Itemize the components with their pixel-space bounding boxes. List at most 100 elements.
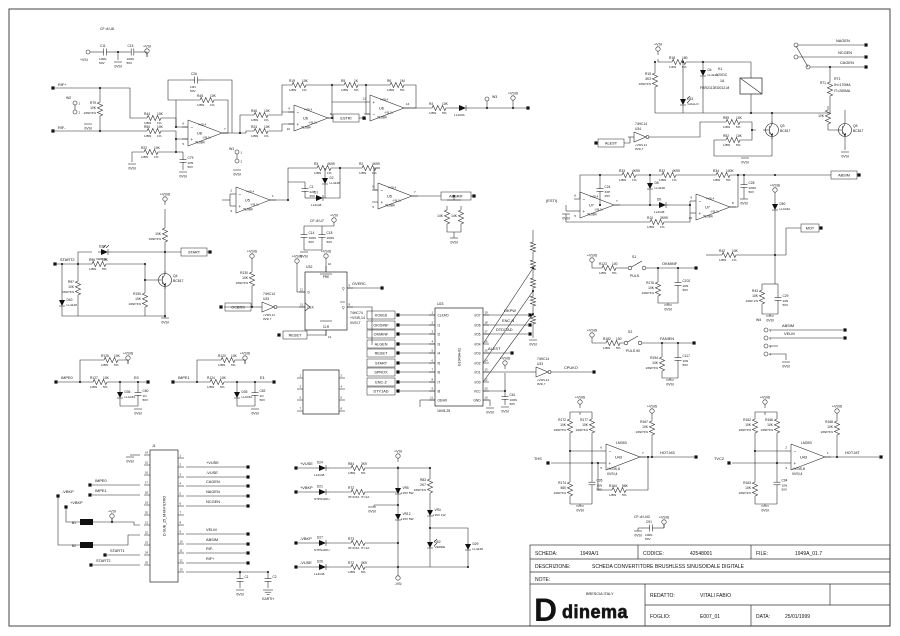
label: D27 bbox=[317, 536, 323, 540]
label: R10 bbox=[647, 216, 653, 220]
net-terminal bbox=[843, 328, 847, 332]
label: 15V 1W bbox=[435, 513, 446, 517]
net-terminal bbox=[819, 226, 823, 230]
label: +VSIS bbox=[247, 250, 258, 254]
label: LL103A bbox=[780, 207, 792, 211]
wire bbox=[482, 290, 534, 364]
label: 3 bbox=[431, 330, 433, 334]
label: 2 bbox=[431, 321, 433, 325]
label: 4 bbox=[180, 482, 182, 486]
label: 100N bbox=[749, 186, 756, 190]
label: Q5 bbox=[853, 124, 858, 128]
label: 1/8W bbox=[90, 385, 97, 389]
label: 1/8W bbox=[359, 171, 366, 175]
label: -VSI,11 bbox=[384, 111, 393, 115]
net-label: +VBKP bbox=[70, 500, 83, 505]
label: C94 bbox=[782, 479, 788, 483]
net-terminal bbox=[396, 332, 400, 336]
label: OE/A9 bbox=[438, 399, 448, 403]
label: 1/8W bbox=[141, 155, 148, 159]
annotation: W2 bbox=[66, 96, 71, 100]
label: 20 bbox=[145, 511, 149, 515]
label: 5 bbox=[180, 492, 182, 496]
net-terminal bbox=[246, 465, 250, 469]
redatto-label: REDATTO: bbox=[650, 593, 675, 599]
label: R72 bbox=[348, 561, 354, 565]
label: 5% bbox=[231, 363, 236, 367]
resistor bbox=[529, 310, 537, 328]
dinema-logo-sub: BRESCIA ITALY bbox=[586, 592, 614, 596]
transistor bbox=[162, 271, 166, 279]
net-terminal bbox=[396, 380, 400, 384]
label: 5% bbox=[361, 570, 366, 574]
junction bbox=[676, 266, 680, 270]
power-flag bbox=[331, 217, 337, 223]
label: 10K bbox=[652, 361, 659, 365]
label: 100 bbox=[616, 337, 622, 341]
net-label-box bbox=[366, 329, 396, 339]
ground-label: 0VSI bbox=[300, 255, 307, 259]
label: R83 bbox=[420, 478, 426, 482]
net-label: RESET bbox=[289, 334, 302, 338]
diode-body bbox=[395, 514, 401, 520]
wire bbox=[175, 99, 196, 127]
label: 9 bbox=[349, 284, 351, 288]
label: 1/8W bbox=[429, 111, 436, 115]
diode-body bbox=[700, 70, 706, 76]
junction bbox=[701, 60, 705, 64]
annotation: FBR2113ED012-M bbox=[700, 86, 729, 90]
switch-blade bbox=[631, 260, 643, 268]
label: RT1 bbox=[820, 81, 826, 85]
label: + bbox=[381, 200, 384, 205]
testpoint bbox=[763, 335, 769, 341]
resistor bbox=[217, 356, 239, 364]
label: 9 bbox=[431, 387, 433, 391]
net-terminal bbox=[528, 332, 532, 336]
label: 1/8W 5% bbox=[635, 430, 648, 434]
net-label: OK/SINF bbox=[373, 324, 389, 328]
label: 21 bbox=[145, 521, 149, 525]
label: 100N bbox=[309, 236, 316, 240]
label: STPS140U bbox=[314, 548, 329, 552]
label: − bbox=[373, 112, 376, 117]
net-terminal bbox=[396, 370, 400, 374]
annotation: +VSIS,8 bbox=[607, 467, 620, 471]
wire bbox=[785, 227, 801, 255]
diode-body bbox=[319, 465, 326, 471]
label: 24 bbox=[145, 551, 149, 555]
label: 10K bbox=[442, 102, 449, 106]
label: D29 bbox=[473, 542, 479, 546]
label: 1/8W bbox=[341, 88, 348, 92]
label: 1 bbox=[272, 194, 274, 198]
scheda-label: SCHEDA: bbox=[535, 551, 557, 557]
label: I3 bbox=[438, 343, 441, 347]
ground-label: 0VSI bbox=[529, 343, 536, 347]
net-label: ENC-N bbox=[502, 318, 515, 323]
wire bbox=[144, 264, 156, 281]
label: 100N bbox=[645, 533, 652, 537]
label: TL084 bbox=[195, 141, 205, 145]
resistor bbox=[529, 256, 537, 274]
label: BC817 bbox=[173, 279, 183, 283]
label: LL4148 bbox=[314, 572, 325, 576]
label: I4 bbox=[438, 352, 441, 356]
label: +VSI,4 bbox=[388, 186, 397, 190]
label: 7 bbox=[616, 199, 618, 203]
label: 1/8W bbox=[599, 271, 606, 275]
label: 50V bbox=[99, 61, 105, 65]
wire bbox=[744, 121, 756, 131]
net-terminal bbox=[694, 455, 698, 459]
label: LL4148 bbox=[654, 210, 665, 214]
label: 4K99 bbox=[372, 162, 380, 166]
label: 25 bbox=[145, 561, 149, 565]
label: 12 bbox=[180, 559, 184, 563]
label: 15 bbox=[145, 461, 149, 465]
net-label: OCBRS bbox=[231, 306, 245, 310]
label: 50V bbox=[510, 402, 516, 406]
label: 2 bbox=[241, 160, 243, 164]
label: STPS140U bbox=[314, 497, 329, 501]
label: 1/4W bbox=[669, 65, 676, 69]
net-label: START2 bbox=[96, 558, 111, 563]
power-flag bbox=[109, 513, 115, 519]
